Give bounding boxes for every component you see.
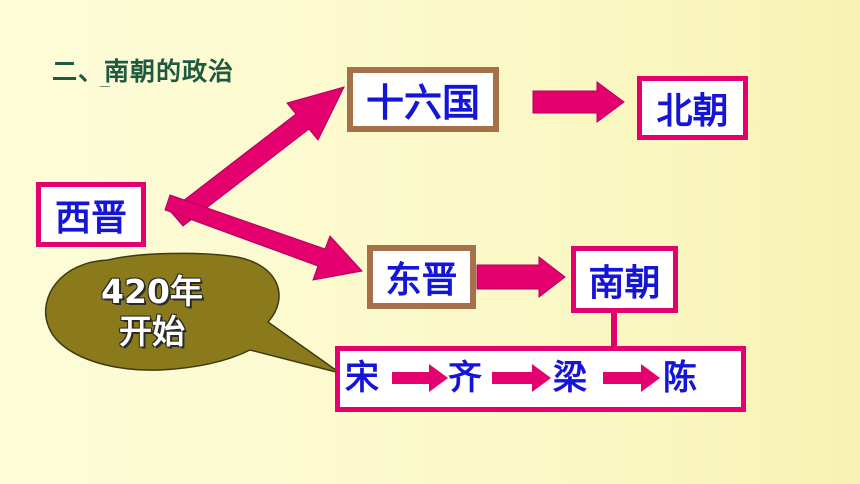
dynasty-chen: 陈	[663, 358, 697, 398]
arrow-to-southern-dynasties	[476, 255, 566, 299]
dynasty-song: 宋	[345, 358, 379, 398]
title-underline	[100, 86, 110, 87]
arrow-qi-to-liang	[492, 364, 551, 392]
callout-text: 420年 开始	[88, 272, 216, 352]
node-eastern-jin: 东晋	[367, 245, 476, 309]
arrow-to-eastern-jin	[164, 194, 363, 281]
southern-dynasties-connector	[611, 311, 617, 349]
dynasty-qi: 齐	[448, 358, 482, 398]
slide-title: 二、南朝的政治	[52, 57, 235, 86]
callout-line-2: 开始	[119, 312, 185, 351]
dynasty-liang: 梁	[553, 358, 587, 398]
node-northern-dynasties: 北朝	[637, 76, 748, 140]
arrow-song-to-qi	[392, 364, 448, 392]
node-sixteen-kingdoms: 十六国	[347, 67, 499, 132]
node-southern-dynasties: 南朝	[571, 246, 678, 313]
callout-line-1: 420年	[101, 272, 203, 311]
arrow-liang-to-chen	[603, 364, 660, 392]
node-western-jin: 西晋	[36, 182, 146, 247]
callout-bubble	[44, 252, 341, 374]
arrow-to-northern-dynasties	[532, 81, 625, 123]
